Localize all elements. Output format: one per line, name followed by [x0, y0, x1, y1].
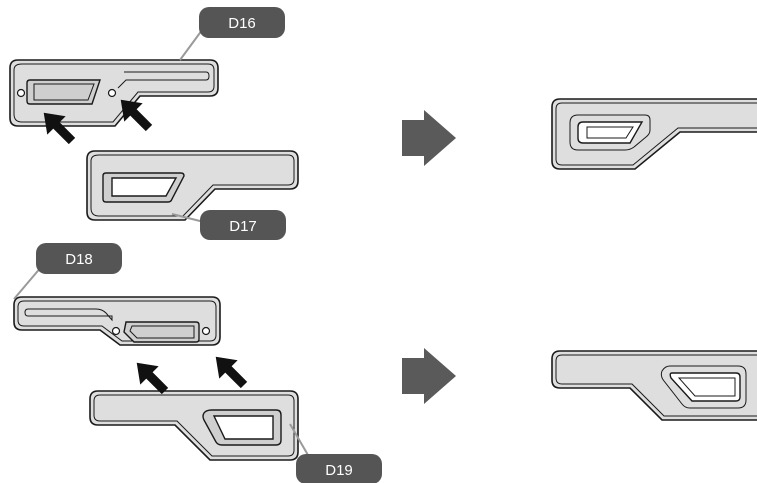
screw-icon [201, 326, 211, 336]
callout-d17: D17 [200, 210, 286, 240]
screw-icon [111, 326, 121, 336]
assembled-result-bottom [551, 350, 757, 421]
callout-label-d19: D19 [325, 462, 353, 479]
part-d19 [89, 390, 299, 461]
callout-d16: D16 [199, 7, 285, 38]
leader-line [171, 213, 205, 223]
install-arrow-icon [215, 356, 248, 389]
install-arrow-icon [43, 112, 76, 145]
step-arrow-icon [402, 110, 456, 166]
install-arrow-icon [120, 99, 153, 132]
step-arrow-icon [402, 348, 456, 404]
callout-label-d18: D18 [65, 251, 93, 268]
leader-line [13, 265, 43, 300]
screw-icon [107, 88, 117, 98]
part-d18 [13, 296, 221, 346]
part-d16 [9, 59, 219, 127]
install-arrow-icon [136, 362, 169, 395]
screw-icon [16, 88, 26, 98]
callout-label-d16: D16 [228, 15, 256, 32]
callout-label-d17: D17 [229, 218, 257, 235]
part-d17 [86, 150, 299, 221]
callout-d18: D18 [36, 243, 122, 274]
assembled-result-top [551, 98, 757, 170]
callout-d19: D19 [296, 454, 382, 483]
